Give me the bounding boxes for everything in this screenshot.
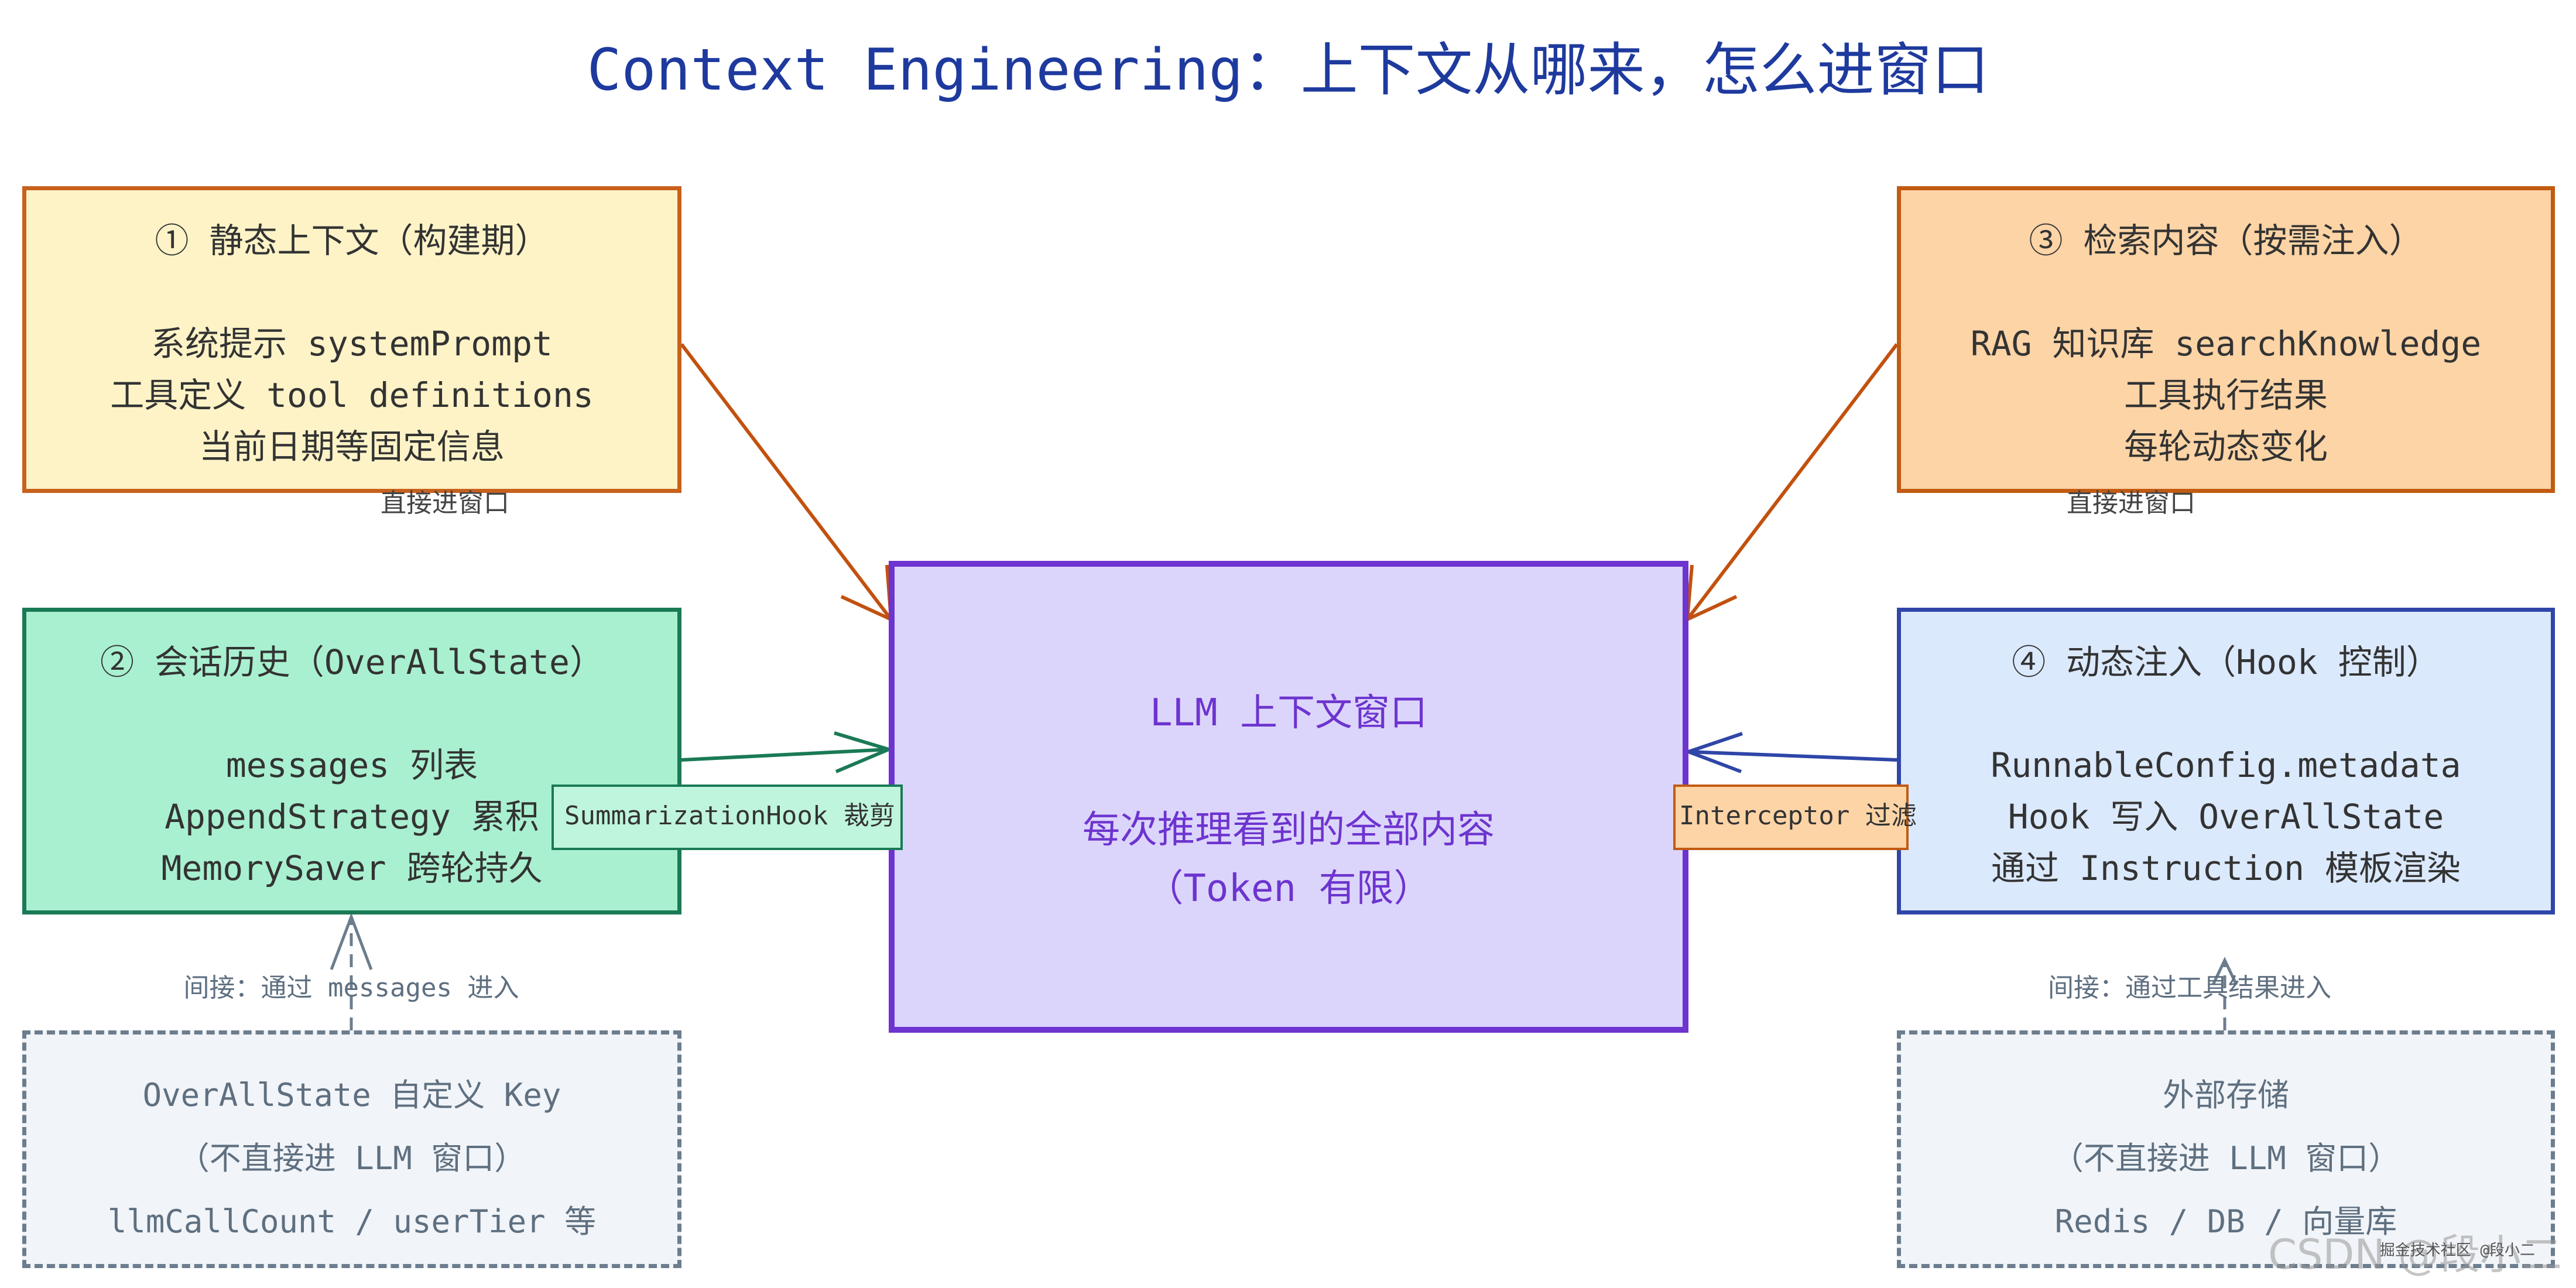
retrieval-content-box: ③ 检索内容（按需注入） RAG 知识库 searchKnowledge 工具执…: [1897, 186, 2555, 493]
llm-context-window-box: LLM 上下文窗口 每次推理看到的全部内容 （Token 有限）: [889, 561, 1688, 1033]
custom-key-store-line: OverAllState 自定义 Key: [142, 1077, 561, 1114]
external-indirect-note: 间接：通过工具结果进入: [2048, 973, 2331, 1003]
external-store-line: 外部存储: [2163, 1077, 2289, 1114]
static-context-heading: ① 静态上下文（构建期）: [155, 221, 549, 261]
external-store-box: 外部存储 （不直接进 LLM 窗口） Redis / DB / 向量库: [1897, 1030, 2555, 1268]
retrieval-content-line: RAG 知识库 searchKnowledge: [1970, 324, 2482, 364]
arrow-retrieval-to-window: [1686, 343, 1899, 621]
arrow-dynamic-to-window: [1688, 750, 1897, 762]
static-context-line: 工具定义 tool definitions: [110, 375, 594, 415]
external-store-line: Redis / DB / 向量库: [2054, 1203, 2397, 1240]
session-history-heading: ② 会话历史（OverAllState）: [100, 642, 604, 682]
session-history-line: AppendStrategy 累积: [165, 797, 539, 837]
retrieval-content-heading: ③ 检索内容（按需注入）: [2029, 221, 2423, 261]
custom-key-store-box: OverAllState 自定义 Key （不直接进 LLM 窗口） llmCa…: [22, 1030, 681, 1268]
arrow-static-to-window: [680, 343, 893, 621]
static-context-line: 系统提示 systemPrompt: [151, 324, 553, 364]
arrow-history-to-window: [681, 748, 889, 762]
static-context-box: ① 静态上下文（构建期） 系统提示 systemPrompt 工具定义 tool…: [22, 186, 681, 493]
summarization-hook-tag: SummarizationHook 裁剪: [551, 785, 903, 850]
diagram-title: Context Engineering：上下文从哪来，怎么进窗口: [587, 37, 1989, 104]
arrowhead-custom-key: [330, 912, 373, 970]
llm-context-window-line: 每次推理看到的全部内容: [1083, 809, 1495, 852]
static-direct-note: 直接进窗口: [381, 488, 509, 518]
dynamic-injection-line: RunnableConfig.metadata: [1991, 745, 2461, 785]
external-store-line: （不直接进 LLM 窗口）: [2051, 1140, 2400, 1177]
csdn-watermark: CSDN @段小二: [2268, 1231, 2562, 1279]
llm-context-window-line: （Token 有限）: [1146, 867, 1431, 910]
arrowhead-external: [2211, 957, 2238, 986]
interceptor-tag: Interceptor 过滤: [1673, 785, 1917, 850]
custom-key-store-line: llmCallCount / userTier 等: [107, 1203, 597, 1240]
custom-key-indirect-note: 间接：通过 messages 进入: [183, 973, 519, 1003]
retrieval-content-line: 每轮动态变化: [2123, 427, 2328, 467]
custom-key-store-line: （不直接进 LLM 窗口）: [177, 1140, 526, 1177]
session-history-line: messages 列表: [225, 745, 478, 785]
retrieval-direct-note: 直接进窗口: [2067, 488, 2195, 518]
dynamic-injection-line: Hook 写入 OverAllState: [2008, 797, 2444, 837]
dynamic-injection-line: 通过 Instruction 模板渲染: [1991, 848, 2461, 888]
static-context-line: 当前日期等固定信息: [198, 427, 505, 467]
dynamic-injection-box: ④ 动态注入（Hook 控制） RunnableConfig.metadata …: [1897, 608, 2555, 914]
session-history-box: ② 会话历史（OverAllState） messages 列表 AppendS…: [22, 608, 681, 914]
dynamic-injection-heading: ④ 动态注入（Hook 控制）: [2012, 642, 2440, 682]
retrieval-content-line: 工具执行结果: [2123, 375, 2328, 415]
arrowhead-dynamic: [1683, 732, 1743, 773]
juejin-watermark: 掘金技术社区 @段小二: [2379, 1242, 2535, 1259]
session-history-line: MemorySaver 跨轮持久: [161, 848, 543, 888]
llm-context-window-heading: LLM 上下文窗口: [1149, 691, 1428, 735]
